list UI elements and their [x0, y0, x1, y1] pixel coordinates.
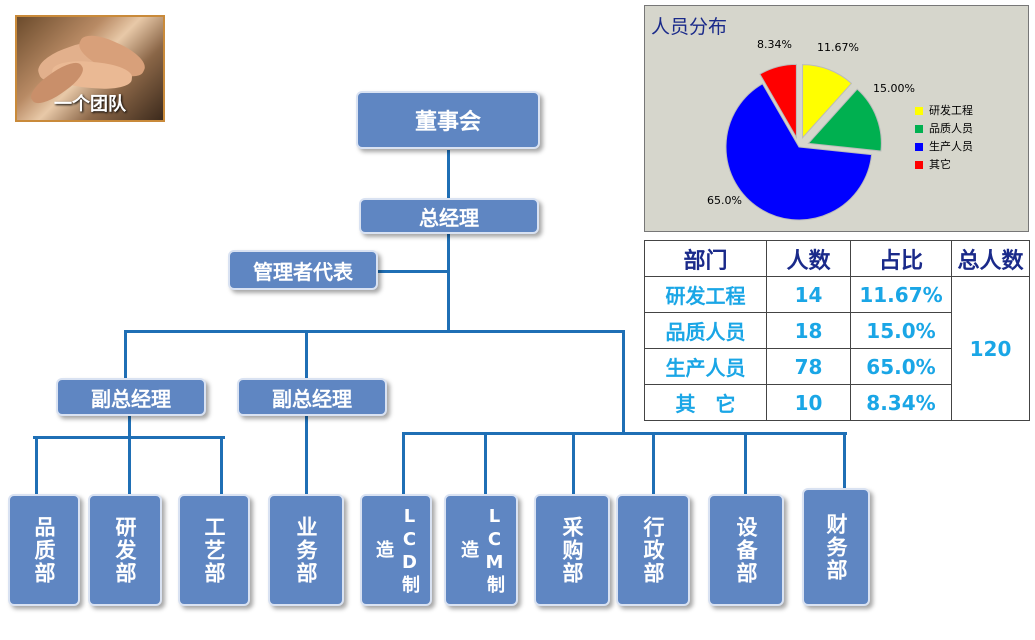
header-count: 人数: [766, 240, 851, 277]
team-logo-image: 一个团队: [15, 15, 165, 122]
management-rep-node: 管理者代表: [228, 250, 378, 290]
dept-quality: 品质部: [8, 494, 80, 606]
staff-table: 部门 人数 占比 总人数 研发工程 14 11.67% 120 品质人员 18 …: [644, 240, 1030, 421]
chart-legend: 研发工程 品质人员 生产人员 其它: [915, 102, 973, 174]
dept-equipment: 设备部: [708, 494, 784, 606]
table-row: 研发工程 14 11.67% 120: [644, 276, 1030, 421]
pie-slice-3: [725, 83, 873, 221]
connector: [305, 330, 308, 380]
cell-dept: 研发工程: [644, 276, 767, 313]
cell-pct: 15.0%: [850, 312, 952, 349]
deputy-gm-right-node: 副总经理: [237, 378, 387, 416]
pie-chart: 11.67% 15.00% 65.0% 8.34%: [707, 38, 915, 221]
connector: [744, 432, 747, 496]
pie-slice-1: [802, 64, 853, 139]
connector: [128, 436, 131, 496]
pie-slice-label: 8.34%: [757, 38, 792, 51]
legend-label: 生产人员: [929, 140, 973, 153]
board-node: 董事会: [356, 91, 540, 149]
table-header-row: 部门 人数 占比 总人数: [644, 240, 1030, 277]
connector: [622, 330, 625, 434]
dept-lcm-mfg: LCM制造: [444, 494, 518, 606]
connector: [843, 432, 846, 492]
cell-dept: 品质人员: [644, 312, 767, 349]
dept-sales: 业务部: [268, 494, 344, 606]
connector: [484, 432, 487, 496]
chart-title: 人员分布: [651, 16, 728, 38]
header-total: 总人数: [951, 240, 1030, 277]
logo-caption: 一个团队: [54, 94, 126, 115]
connector: [220, 436, 223, 496]
table-row: 生产人员 78 65.0%: [644, 348, 1030, 385]
legend-item: 研发工程: [915, 102, 973, 120]
table-row: 其 它 10 8.34%: [644, 384, 1030, 421]
pie-slice-label: 65.0%: [707, 194, 742, 207]
pie-slice-label: 11.67%: [817, 41, 859, 54]
legend-item: 品质人员: [915, 120, 973, 138]
dept-purchasing: 采购部: [534, 494, 610, 606]
connector: [447, 150, 450, 200]
connector: [447, 232, 450, 332]
connector: [305, 415, 308, 495]
connector: [35, 436, 38, 496]
cell-pct: 11.67%: [850, 276, 952, 313]
dept-finance: 财务部: [802, 488, 870, 606]
legend-item: 其它: [915, 156, 973, 174]
dept-lcd-mfg: LCD制造: [360, 494, 432, 606]
connector: [128, 415, 131, 437]
cell-dept: 其 它: [644, 384, 767, 421]
dept-rnd: 研发部: [88, 494, 162, 606]
connector: [124, 330, 127, 380]
cell-dept: 生产人员: [644, 348, 767, 385]
header-pct: 占比: [850, 240, 952, 277]
legend-item: 生产人员: [915, 138, 973, 156]
connector: [402, 432, 847, 435]
general-manager-node: 总经理: [359, 198, 539, 234]
cell-total: 120: [951, 276, 1030, 421]
cell-count: 10: [766, 384, 851, 421]
cell-count: 14: [766, 276, 851, 313]
header-dept: 部门: [644, 240, 767, 277]
pie-chart-panel: 11.67% 15.00% 65.0% 8.34% 人员分布 研发工程 品质人员 生产…: [644, 5, 1029, 232]
cell-count: 18: [766, 312, 851, 349]
connector: [124, 330, 624, 333]
deputy-gm-left-node: 副总经理: [56, 378, 206, 416]
pie-slice-label: 15.00%: [873, 82, 915, 95]
cell-pct: 65.0%: [850, 348, 952, 385]
legend-label: 品质人员: [929, 122, 973, 135]
cell-count: 78: [766, 348, 851, 385]
connector: [652, 432, 655, 496]
pie-slice-2: [807, 88, 882, 152]
connector: [402, 432, 405, 496]
dept-process: 工艺部: [178, 494, 250, 606]
cell-pct: 8.34%: [850, 384, 952, 421]
connector: [376, 270, 448, 273]
legend-label: 研发工程: [929, 104, 973, 117]
legend-label: 其它: [929, 158, 951, 171]
dept-admin: 行政部: [616, 494, 690, 606]
connector: [572, 432, 575, 496]
pie-slice-4: [759, 63, 797, 140]
